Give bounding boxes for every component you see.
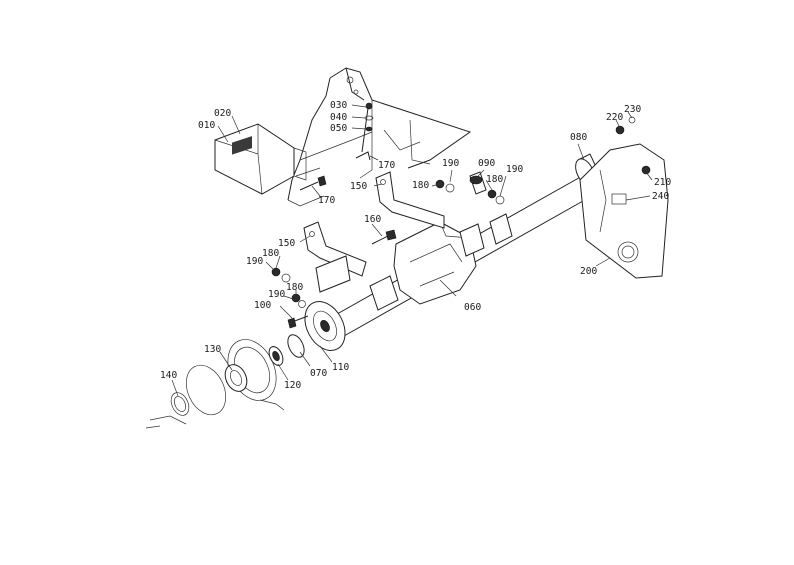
hub-stack bbox=[145, 334, 305, 429]
label-190-d: 190 bbox=[268, 289, 285, 300]
label-100: 100 bbox=[254, 300, 271, 311]
label-120: 120 bbox=[284, 380, 301, 391]
label-140: 140 bbox=[160, 370, 177, 381]
label-170-top: 170 bbox=[378, 160, 395, 171]
nut-group-lower bbox=[271, 267, 306, 308]
upper-mount-frame bbox=[287, 67, 472, 207]
label-210: 210 bbox=[654, 177, 671, 188]
leader-lines bbox=[171, 104, 653, 397]
bolt-160 bbox=[371, 229, 397, 245]
label-110: 110 bbox=[332, 362, 349, 373]
label-020: 020 bbox=[214, 108, 231, 119]
label-180-d: 180 bbox=[286, 282, 303, 293]
bolt-100 bbox=[287, 315, 309, 329]
cover-010 bbox=[214, 123, 307, 195]
label-070: 070 bbox=[310, 368, 327, 379]
label-080: 080 bbox=[570, 132, 587, 143]
part-labels: 020 010 030 040 050 060 070 080 090 100 … bbox=[160, 100, 671, 391]
label-190-b: 190 bbox=[246, 256, 263, 267]
label-130: 130 bbox=[204, 344, 221, 355]
bolt-170-left bbox=[299, 175, 327, 191]
label-060: 060 bbox=[464, 302, 481, 313]
label-160: 160 bbox=[364, 214, 381, 225]
label-150-lower: 150 bbox=[278, 238, 295, 249]
label-170-left: 170 bbox=[318, 195, 335, 206]
label-200: 200 bbox=[580, 266, 597, 277]
label-220: 220 bbox=[606, 112, 623, 123]
label-180-b: 180 bbox=[262, 248, 279, 259]
label-150-upper: 150 bbox=[350, 181, 367, 192]
label-230: 230 bbox=[624, 104, 641, 115]
axle-housing-060 bbox=[304, 153, 607, 351]
label-190-a: 190 bbox=[442, 158, 459, 169]
plate-200 bbox=[579, 116, 669, 279]
label-040: 040 bbox=[330, 112, 347, 123]
label-050: 050 bbox=[330, 123, 347, 134]
bolt-stack-030-050 bbox=[355, 102, 374, 161]
label-090: 090 bbox=[478, 158, 495, 169]
label-190-c: 190 bbox=[506, 164, 523, 175]
label-010: 010 bbox=[198, 120, 215, 131]
label-180-c: 180 bbox=[486, 174, 503, 185]
bracket-150-upper bbox=[375, 171, 445, 229]
label-240: 240 bbox=[652, 191, 669, 202]
label-030: 030 bbox=[330, 100, 347, 111]
label-180-a: 180 bbox=[412, 180, 429, 191]
bracket-150-lower bbox=[303, 221, 367, 293]
